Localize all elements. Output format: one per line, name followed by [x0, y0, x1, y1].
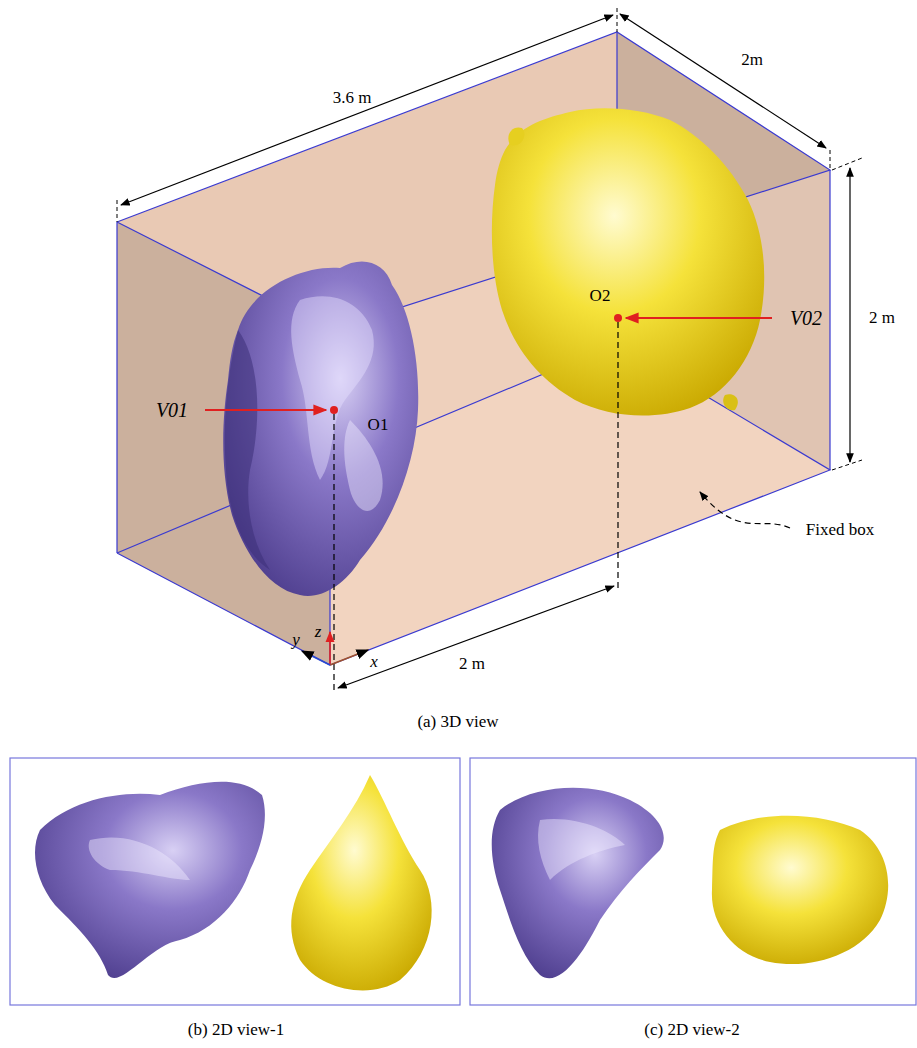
- dimension-label: 2m: [741, 51, 763, 70]
- velocity-label: V01: [156, 399, 188, 421]
- sub-caption: (c) 2D view-2: [644, 1021, 739, 1040]
- point-label: O2: [590, 287, 611, 306]
- sub-caption: (b) 2D view-1: [188, 1021, 284, 1040]
- axis-label: x: [370, 653, 378, 672]
- dimension-label: 2 m: [869, 309, 895, 328]
- dimension-label: 2 m: [459, 655, 485, 674]
- axis-label: y: [292, 631, 300, 650]
- axis-label: z: [315, 623, 322, 642]
- dimension-label: 3.6 m: [333, 89, 372, 108]
- note-label: Fixed box: [806, 521, 874, 540]
- point-label: O1: [368, 416, 389, 435]
- sub-caption: (a) 3D view: [417, 713, 498, 732]
- velocity-label: V02: [790, 307, 822, 329]
